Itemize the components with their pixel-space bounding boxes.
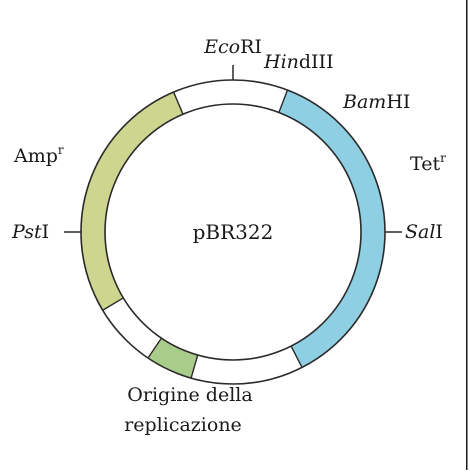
- amp-gene-label: Ampr: [13, 143, 64, 167]
- hindiii-label: HindIII: [263, 51, 334, 73]
- origin-label-line1: Origine della: [127, 384, 252, 406]
- segment-divider: [102, 297, 124, 311]
- segment-divider: [147, 337, 163, 359]
- tet-gene-label: Tetr: [410, 151, 446, 175]
- segment-dividers: [102, 89, 303, 379]
- psti-label: PstI: [11, 221, 49, 243]
- ecori-label: EcoRI: [203, 36, 262, 58]
- segment-divider: [172, 91, 184, 115]
- origin-label-line2: replicazione: [124, 414, 242, 436]
- sali-label: SalI: [405, 221, 443, 243]
- tet-resistance-gene-arc: [278, 90, 385, 368]
- segment-divider: [278, 89, 289, 113]
- amp-resistance-gene-arc: [81, 92, 183, 311]
- bamhi-label: BamHI: [342, 91, 410, 113]
- right-edge-border: [460, 0, 470, 470]
- plasmid-inner-outline: [104, 103, 362, 361]
- segment-divider: [290, 345, 303, 368]
- origin-of-replication-arc: [148, 338, 198, 379]
- plasmid-name: pBR322: [193, 220, 274, 244]
- segment-divider: [190, 354, 199, 379]
